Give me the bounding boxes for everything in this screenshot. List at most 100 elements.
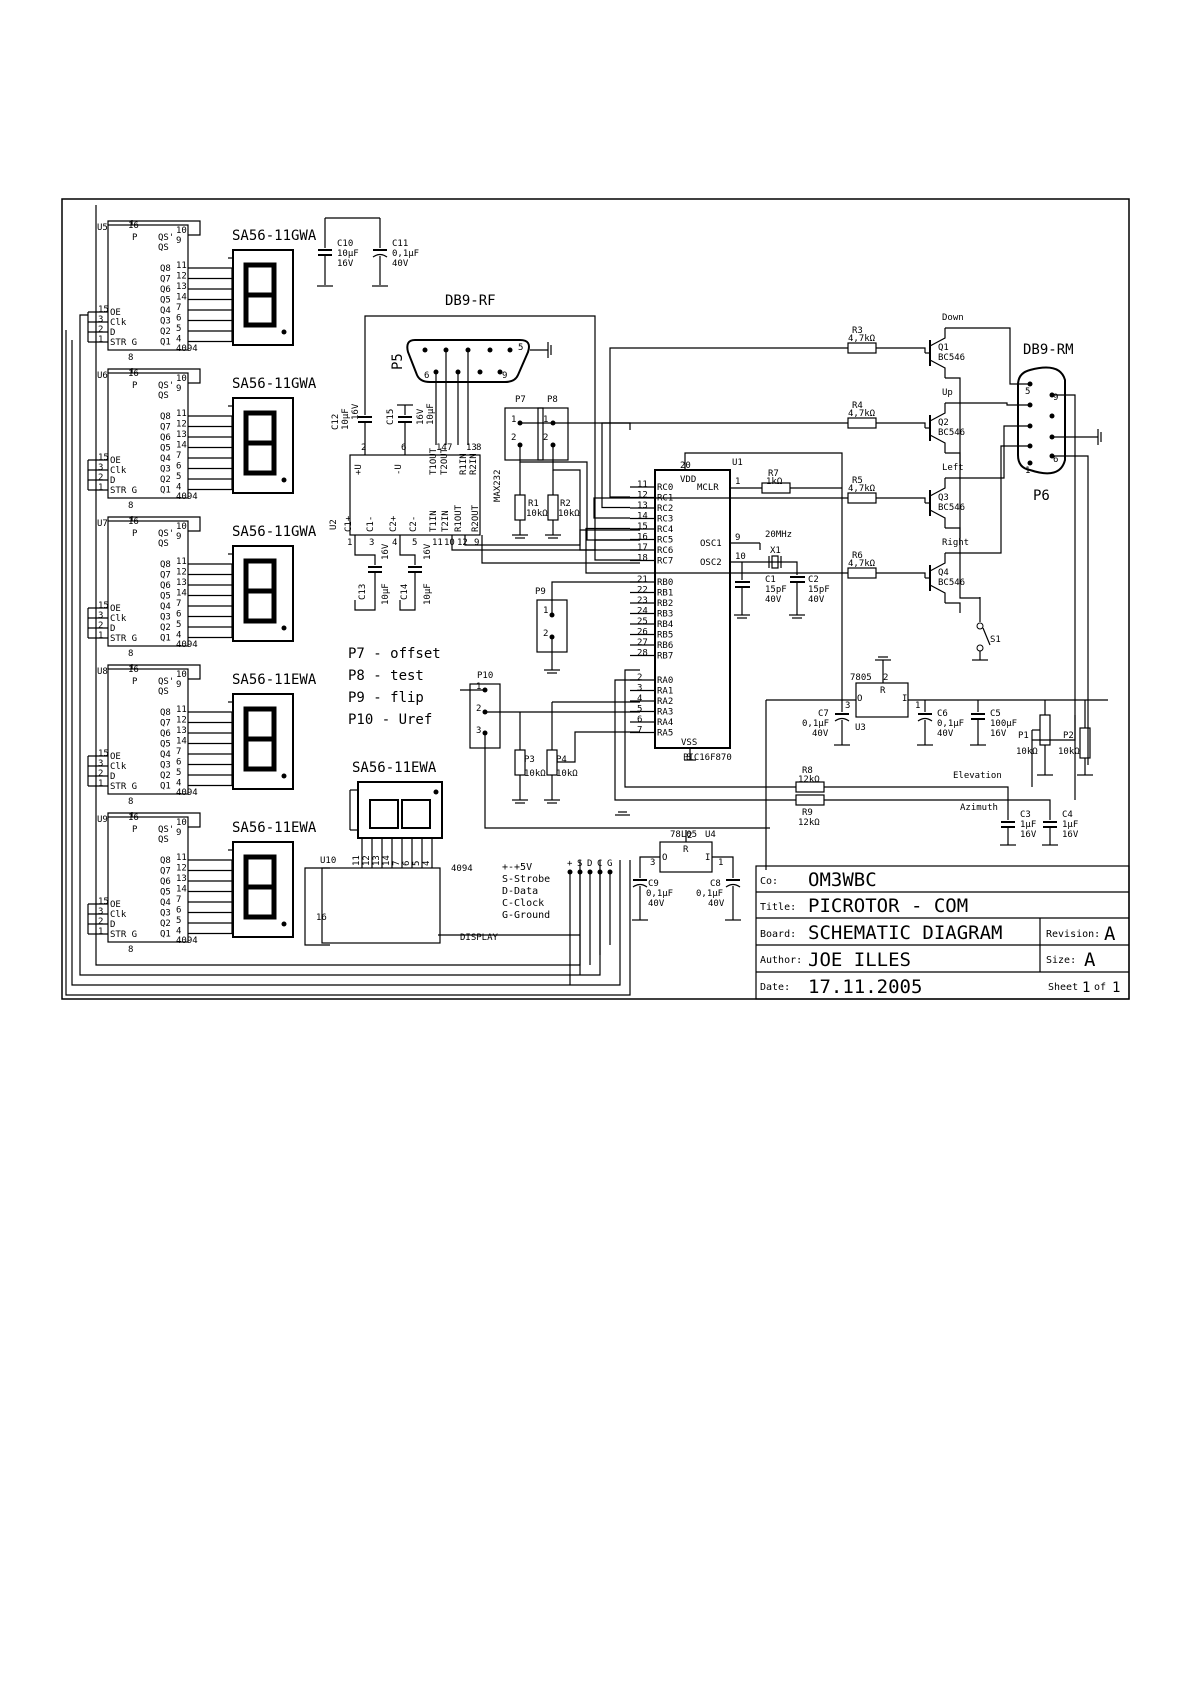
register-left-number: 3 [98, 759, 103, 769]
r1-ref: R1 [528, 499, 539, 509]
r2-value: 10kΩ [558, 509, 580, 519]
register-left-label: STR G [110, 338, 137, 348]
u1-osc1-pin: 9 [735, 533, 740, 543]
pic-pin-label: RA3 [657, 708, 673, 718]
base-resistor [847, 342, 877, 354]
register-output-label: Q4 [160, 750, 171, 760]
register-output-number: 13 [176, 578, 187, 588]
regulator-78l05-u4: 78L05 U4 O R I 3 2 1 C9 0,1µF 40V C8 0,1… [615, 811, 741, 921]
register-qs-label: QS [158, 243, 169, 253]
register-output-number: 4 [176, 335, 181, 345]
register-output-number: 12 [176, 864, 187, 874]
register-output-number: 7 [176, 747, 181, 757]
c13-voltage: 16V [381, 543, 391, 560]
base-resistor-value: 4,7kΩ [848, 334, 876, 344]
seven-seg-dp [281, 329, 287, 335]
register-output-label: Q8 [160, 708, 171, 718]
register-output-label: Q7 [160, 423, 171, 433]
p3-value: 10kΩ [524, 769, 546, 779]
u10-bus-number: 5 [412, 861, 422, 866]
pic-pin-number: 13 [637, 501, 648, 511]
bus-legend: +-+5V S-Strobe D-Data C-Clock G-Ground +… [502, 859, 613, 985]
register-output-number: 12 [176, 716, 187, 726]
base-resistor-ref: R3 [852, 326, 863, 336]
seven-seg-frame [232, 249, 294, 346]
max232-top-number: 2 [361, 443, 366, 453]
register-qs-number: 10 [176, 374, 187, 384]
register-output-number: 7 [176, 303, 181, 313]
control-wire [601, 422, 848, 509]
register-left-number: 2 [98, 917, 103, 927]
register-left-number: 15 [98, 897, 109, 907]
u1-mclr-pin: 1 [735, 477, 740, 487]
register-qs-label: QS [158, 835, 169, 845]
register-output-number: 13 [176, 726, 187, 736]
register-output-label: Q2 [160, 919, 171, 929]
r8-value: 12kΩ [798, 775, 820, 785]
pic-pin-number: 26 [637, 628, 648, 638]
c13-value: 10µF [381, 583, 391, 605]
max232-top-pin: T1OUT [429, 447, 439, 475]
max232-top-pin: -U [394, 464, 404, 475]
u10-bus-number: 7 [392, 861, 402, 866]
register-display-part: SA56-11GWA [232, 524, 317, 540]
u3-pin-i: I [902, 694, 907, 704]
register-qs-label: QS [158, 539, 169, 549]
pic-pin-label: RA0 [657, 676, 673, 686]
c5-ref: C5 [990, 709, 1001, 719]
c10-voltage: 16V [337, 259, 354, 269]
tb-size-key: Size: [1046, 955, 1076, 966]
register-output-label: Q6 [160, 877, 171, 887]
register-left-number: 2 [98, 621, 103, 631]
register-output-label: Q7 [160, 867, 171, 877]
base-wire [876, 497, 926, 503]
base-wire [876, 347, 926, 353]
register-output-number: 14 [176, 293, 187, 303]
u4-pin-r: R [683, 845, 689, 855]
seven-seg-frame [232, 397, 294, 494]
register-output-number: 14 [176, 589, 187, 599]
p7-ref: P7 [515, 395, 526, 405]
sheet-frame [61, 198, 1130, 1000]
register-output-number: 14 [176, 737, 187, 747]
u10-bus-number: 14 [382, 855, 392, 866]
max232-bottom-pin: T1IN [429, 510, 439, 532]
register-output-number: 14 [176, 441, 187, 451]
pic-pin-label: RB7 [657, 652, 673, 662]
register-output-number: 6 [176, 314, 181, 324]
c8-voltage: 40V [708, 899, 725, 909]
p6-ref: P6 [1033, 488, 1050, 504]
register-output-number: 7 [176, 599, 181, 609]
register-left-label: OE [110, 308, 121, 318]
display-bus-pin: D [587, 859, 592, 869]
register-output-label: Q4 [160, 454, 171, 464]
register-left-label: D [110, 476, 115, 486]
register-output-label: Q3 [160, 317, 171, 327]
tb-co: OM3WBC [808, 869, 877, 891]
register-left-number: 3 [98, 611, 103, 621]
register-left-number: 3 [98, 463, 103, 473]
register-chain-wire [107, 516, 201, 532]
u10-pin16: 16 [316, 913, 327, 923]
u4-pin-o: O [662, 853, 667, 863]
pot-p2: P2 10kΩ [1058, 700, 1093, 776]
register-ref: U6 [97, 371, 108, 381]
register-qs-number: 10 [176, 670, 187, 680]
u3-ref: U3 [855, 723, 866, 733]
register-left-number: 15 [98, 305, 109, 315]
register-output-label: Q4 [160, 602, 171, 612]
r7-ref: R7 [768, 469, 779, 479]
p10-pin-3: 3 [476, 726, 481, 736]
pic-pin-label: RB5 [657, 631, 673, 641]
tb-sheet-num: 1 [1082, 980, 1090, 996]
bus-legend-4: G-Ground [502, 910, 550, 921]
bus-legend-0: +-+5V [502, 862, 532, 873]
register-gnd-number: 8 [128, 353, 133, 363]
u2-ref: U2 [329, 519, 339, 530]
transistor-label: Right [942, 538, 969, 548]
register-left-label: STR G [110, 782, 137, 792]
seven-seg-frame [232, 545, 294, 642]
max232-top-pin: T2OUT [440, 447, 450, 475]
register-output-label: Q1 [160, 930, 171, 940]
